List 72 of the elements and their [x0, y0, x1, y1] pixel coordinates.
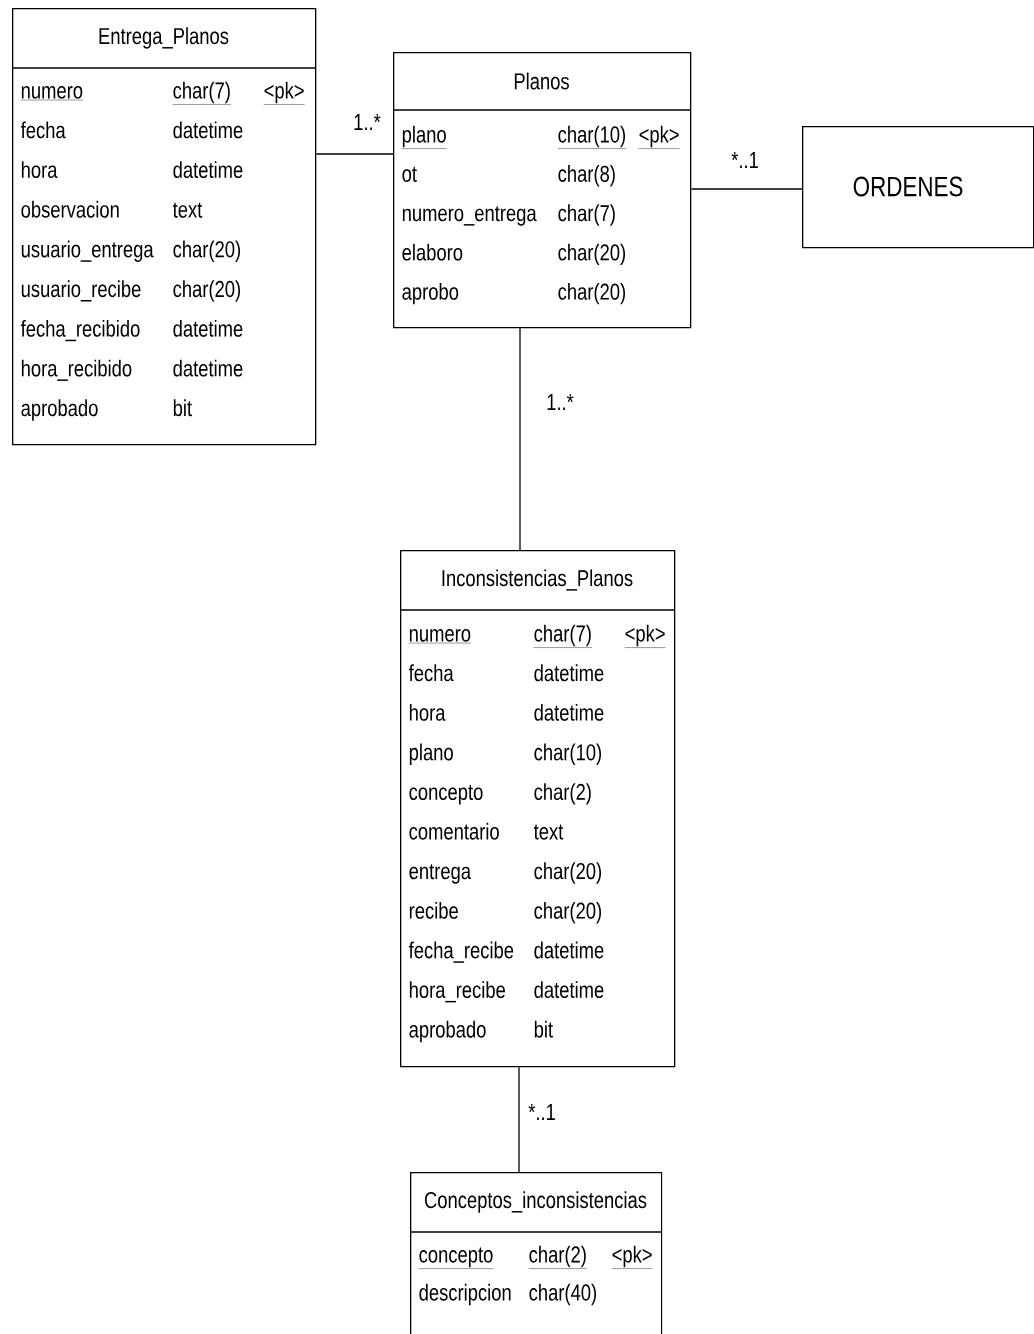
entity-box [802, 126, 1034, 249]
data-type: char(7) [172, 81, 232, 105]
column-name: numero [20, 86, 84, 101]
column-name: recibe [409, 901, 458, 919]
data-type: text [172, 202, 203, 218]
data-type: char(20) [534, 901, 601, 924]
connector-line [519, 327, 521, 551]
table-name: Entrega_Planos [99, 27, 229, 49]
data-type: char(7) [558, 204, 615, 226]
column-name: plano [409, 743, 453, 765]
column-name: aprobo [402, 282, 459, 305]
data-type: datetime [534, 703, 604, 721]
column-name: usuario_entrega [21, 240, 154, 262]
column-name: fecha_recibido [20, 319, 140, 342]
data-type: char(20) [534, 862, 601, 884]
column-name: hora [409, 703, 446, 721]
column-name: hora [21, 161, 58, 179]
column-name: aprobado [21, 399, 98, 421]
data-type: datetime [173, 319, 243, 337]
data-type: datetime [173, 359, 243, 377]
data-type: char(20) [173, 240, 240, 262]
connector-line [315, 153, 394, 155]
connector-line [518, 1066, 520, 1173]
entity-name: ORDENES [853, 176, 963, 197]
column-name: descripcion [419, 1283, 511, 1306]
multiplicity-label: 1..* [354, 114, 381, 130]
column-name: numero_entrega [402, 206, 537, 226]
column-name: plano [401, 125, 447, 149]
column-name: fecha [20, 121, 66, 139]
column-name: entrega [409, 864, 472, 884]
data-type: char(10) [534, 743, 601, 765]
data-type: datetime [534, 981, 604, 999]
multiplicity-label: *..1 [731, 152, 758, 168]
multiplicity-label: *..1 [528, 1104, 555, 1120]
data-type: bit [173, 399, 192, 417]
column-name: hora_recibido [21, 359, 132, 381]
entity-box [392, 52, 692, 329]
data-type: bit [534, 1020, 553, 1038]
table-name: Conceptos_inconsistencias [424, 1191, 647, 1213]
data-type: datetime [534, 941, 604, 959]
data-type: char(20) [173, 280, 240, 302]
column-name: usuario_recibe [21, 280, 141, 302]
data-type: char(8) [558, 165, 615, 187]
table-name: Planos [514, 72, 569, 90]
column-name: concepto [409, 784, 483, 805]
table-name: Inconsistencias_Planos [442, 569, 633, 591]
data-type: char(40) [529, 1283, 596, 1306]
entity-box [399, 550, 676, 1068]
connector-line [690, 188, 803, 190]
data-type: char(10) [557, 125, 627, 149]
data-type: char(2) [528, 1245, 588, 1269]
column-name: comentario [409, 822, 499, 840]
data-type: text [533, 824, 564, 840]
column-name: fecha [408, 664, 454, 682]
data-type: char(7) [533, 624, 593, 648]
data-type: char(20) [558, 243, 625, 266]
column-name: aprobado [409, 1020, 486, 1043]
column-name: observacion [21, 200, 119, 218]
column-name: fecha_recibe [408, 941, 514, 963]
multiplicity-label: 1..* [547, 394, 574, 410]
data-type: char(2) [534, 783, 591, 805]
data-type: datetime [173, 121, 243, 139]
column-name: hora_recibe [409, 981, 505, 1003]
entity-box [409, 1172, 663, 1334]
data-type: datetime [173, 161, 243, 179]
data-type: char(20) [558, 282, 625, 305]
column-name: elaboro [402, 243, 463, 261]
column-name: ot [402, 166, 417, 182]
column-name: numero [408, 629, 472, 644]
column-name: concepto [418, 1247, 494, 1269]
entity-box [11, 8, 317, 446]
data-type: datetime [534, 664, 604, 682]
